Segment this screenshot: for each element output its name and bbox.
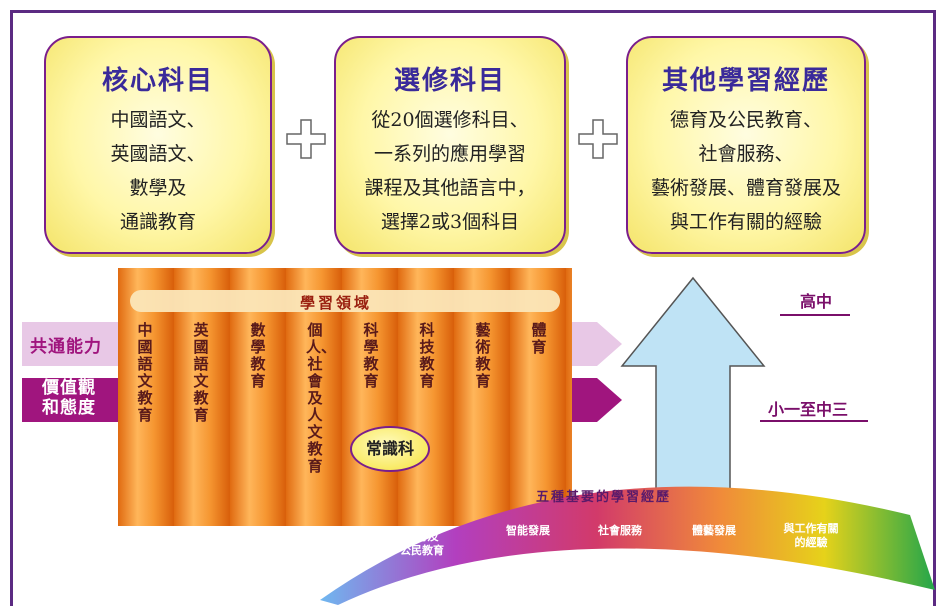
generic-skills-label: 共通能力 [30,337,102,357]
kla-pshe: 個人、社會及人文教育 [306,321,337,475]
other-learning-line: 藝術發展、體育發展及 [650,177,841,199]
kla-header: 學習領域 [300,294,373,312]
general-studies-ellipse: 常識科 [350,426,430,472]
arc-title: 五種基要的學習經歷 [536,490,672,505]
elective-subjects-line: 選擇2或3個科目 [380,211,520,233]
core-subjects-line: 數學及 [129,177,187,199]
junior-underline [760,420,868,422]
elective-subjects-line: 一系列的應用學習 [373,143,526,165]
other-learning-title: 其他學習經歷 [661,66,830,96]
kla-chinese: 中國語文教育 [137,321,153,424]
values-attitudes-label: 價值觀 和態度 [42,378,96,418]
elective-subjects-box: 選修科目 從20個選修科目、 一系列的應用學習 課程及其他語言中， 選擇2或3個… [334,36,566,254]
kla-english: 英國語文教育 [193,321,209,424]
core-subjects-line: 英國語文、 [110,143,206,165]
other-learning-line: 與工作有關的經驗 [669,211,822,233]
junior-level-label: 小一至中三 [768,400,849,419]
arc-item-career: 與工作有關的經驗 [783,522,839,549]
senior-secondary-label: 高中 [800,292,833,311]
elective-subjects-line: 從20個選修科目、 [371,109,529,131]
arc-item-moral: 德育及公民教育 [400,530,444,557]
kla-arts: 藝術教育 [475,321,491,390]
plus-icon [286,119,326,159]
core-subjects-title: 核心科目 [101,66,214,96]
kla-curtain [118,268,572,526]
kla-mathematics: 數學教育 [250,321,266,390]
kla-pe: 體育 [531,321,547,356]
elective-subjects-title: 選修科目 [393,66,506,96]
kla-science: 科學教育 [363,321,379,390]
diagram-frame [10,10,936,606]
other-learning-line: 社會服務、 [698,143,794,165]
core-subjects-line: 通識教育 [119,211,196,233]
elective-subjects-line: 課程及其他語言中， [364,177,536,199]
other-learning-line: 德育及公民教育、 [669,109,822,131]
arc-item-intellectual: 智能發展 [506,524,550,537]
kla-technology: 科技教育 [419,321,435,390]
arc-item-community: 社會服務 [598,524,642,537]
other-learning-box: 其他學習經歷 德育及公民教育、 社會服務、 藝術發展、體育發展及 與工作有關的經… [626,36,866,254]
arc-item-aesthetic: 體藝發展 [692,524,736,537]
plus-icon [578,119,618,159]
core-subjects-line: 中國語文、 [110,109,206,131]
senior-underline [780,314,850,316]
core-subjects-box: 核心科目 中國語文、 英國語文、 數學及 通識教育 [44,36,272,254]
